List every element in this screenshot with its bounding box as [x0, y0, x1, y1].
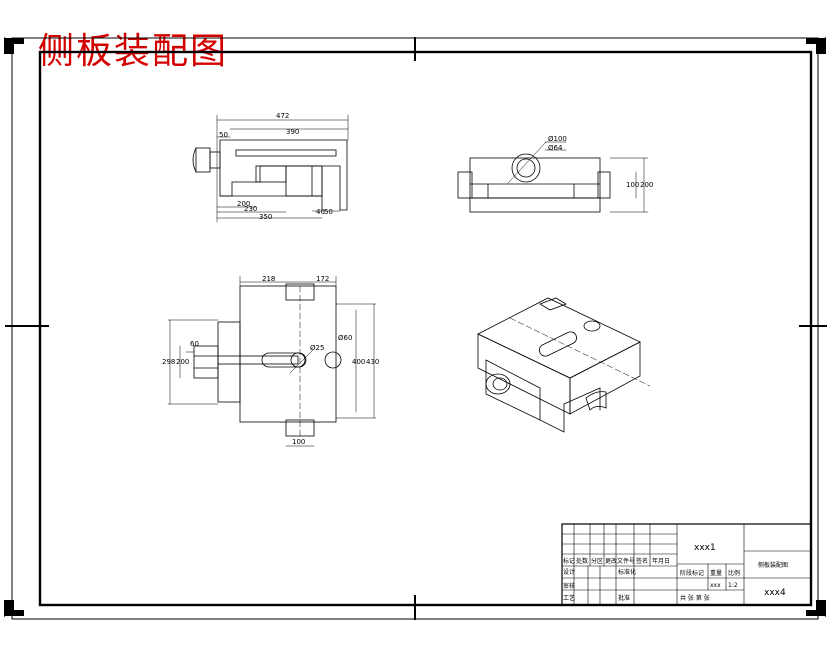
- sheet-border: [4, 36, 827, 620]
- dim-front-b2: 230: [244, 205, 257, 213]
- tb-standard: 标准化: [618, 568, 636, 576]
- tb-count: 处数: [576, 557, 588, 565]
- tb-part-code: xxx1: [694, 543, 716, 553]
- dim-front-b1: 200: [237, 200, 250, 208]
- dim-front-b3: 350: [259, 213, 272, 221]
- dim-side-w-left: 218: [262, 275, 275, 283]
- tb-weight-val: xxx: [710, 582, 721, 589]
- dim-side-d60: Ø60: [338, 334, 352, 342]
- dim-side-h430: 430: [366, 358, 379, 366]
- dim-top-d64: Ø64: [548, 144, 563, 152]
- dim-front-overall: 472: [276, 112, 289, 120]
- dim-side-bottom: 100: [292, 438, 305, 446]
- tb-change-doc: 更改文件号: [605, 557, 635, 565]
- tb-drawing-name: 侧板装配图: [758, 561, 788, 569]
- dim-top-h2: 200: [640, 181, 653, 189]
- isometric-view: [477, 297, 651, 433]
- dim-side-h400: 400: [352, 358, 365, 366]
- dim-top-h1: 100: [626, 181, 639, 189]
- tb-sign: 签名: [636, 557, 648, 565]
- tb-date: 年月日: [652, 557, 670, 565]
- tb-process: 工艺: [563, 594, 575, 602]
- tb-weight: 重量: [710, 569, 722, 577]
- tb-scale-val: 1:2: [728, 582, 738, 589]
- dim-side-w-right: 172: [316, 275, 329, 283]
- side-view: [167, 275, 377, 447]
- tb-sheets: 共 张 第 张: [680, 594, 710, 602]
- dim-front-small: 40: [316, 208, 325, 216]
- dim-side-h298: 298: [162, 358, 175, 366]
- tb-drawing-code: xxx4: [764, 588, 786, 598]
- title-block: [561, 523, 812, 606]
- tb-design: 设计: [563, 568, 575, 576]
- front-view: [192, 114, 349, 223]
- dim-front-small2: 50: [324, 208, 333, 216]
- dim-top-d100: Ø100: [548, 135, 567, 143]
- dim-front-right: 390: [286, 128, 299, 136]
- dim-side-h200: 200: [176, 358, 189, 366]
- dim-side-h60: 60: [190, 340, 199, 348]
- dim-side-d25: Ø25: [310, 344, 324, 352]
- tb-mark: 标记: [563, 557, 575, 565]
- tb-review: 审核: [563, 582, 575, 590]
- tb-stage-mark: 阶段标记: [680, 569, 704, 577]
- top-view: [457, 141, 649, 213]
- tb-zone: 分区: [591, 557, 603, 565]
- dim-front-left: 50: [219, 131, 228, 139]
- tb-scale: 比例: [728, 569, 740, 577]
- tb-approve: 批准: [618, 594, 630, 602]
